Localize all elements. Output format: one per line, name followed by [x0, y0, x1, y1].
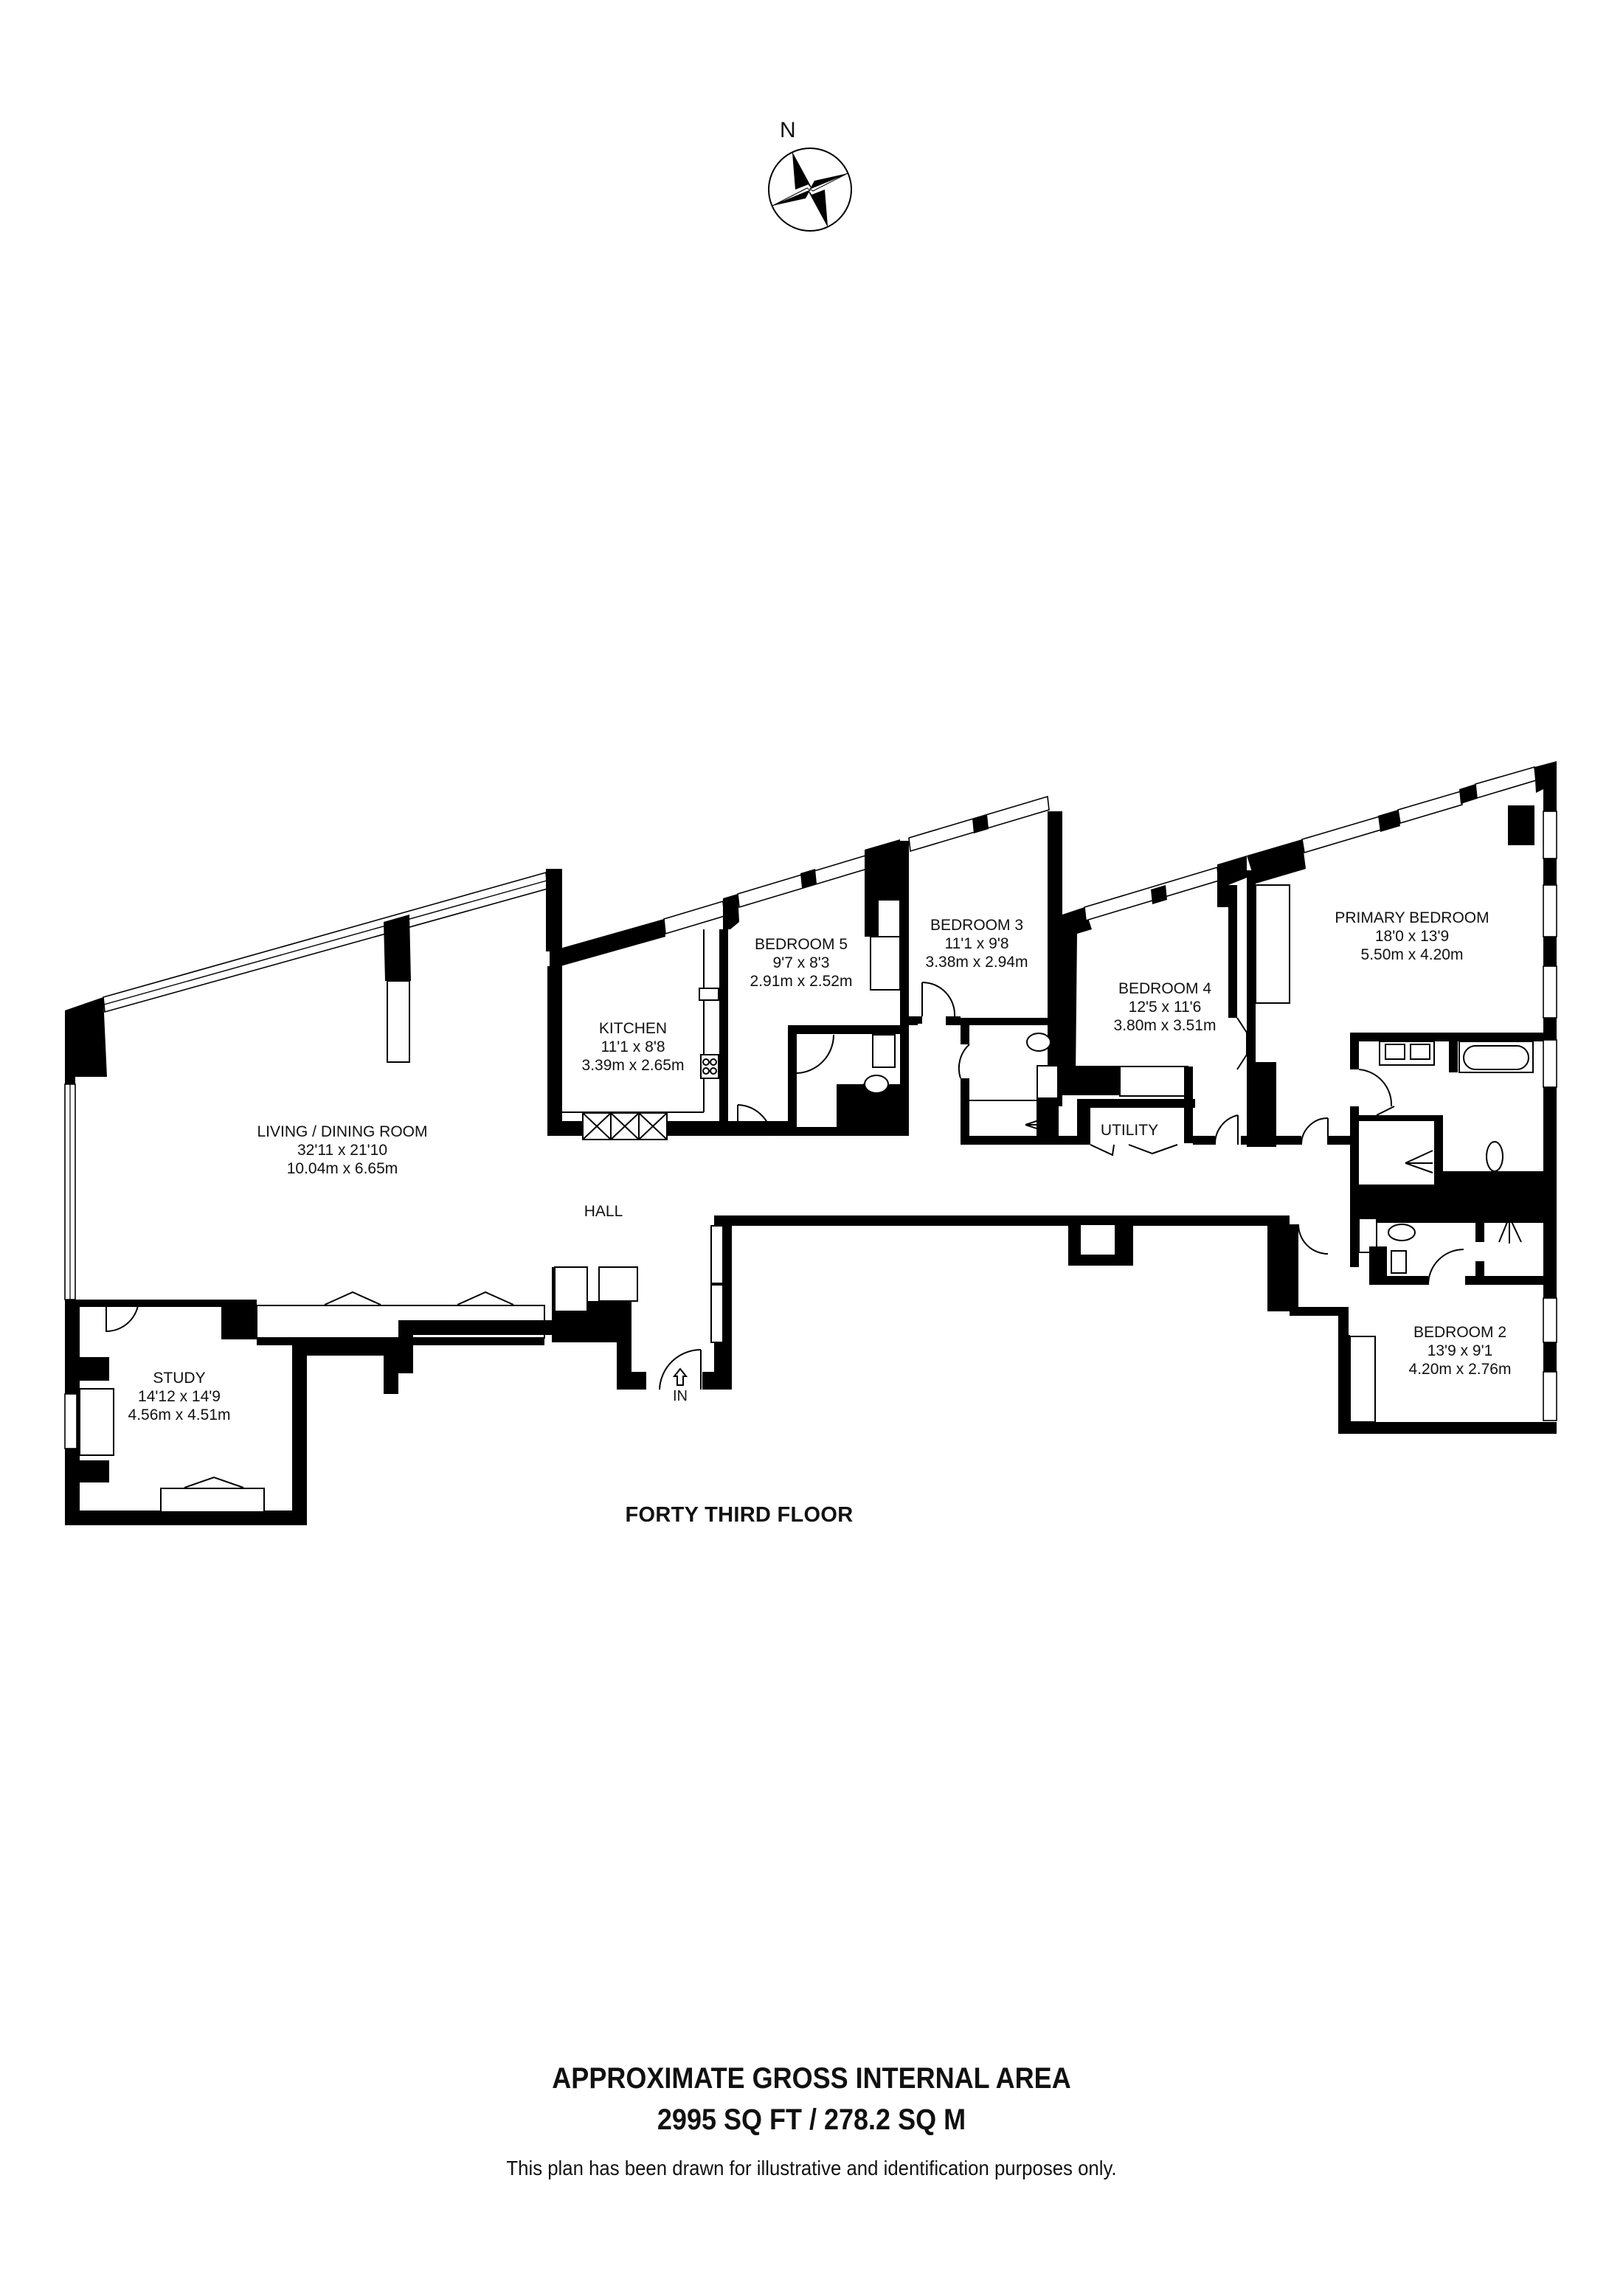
room-dims-imperial: 9'7 x 8'3: [772, 954, 830, 971]
room-name: BEDROOM 2: [1413, 1324, 1507, 1341]
room-dims-imperial: 11'1 x 9'8: [944, 935, 1009, 952]
room-name: BEDROOM 3: [930, 917, 1024, 934]
room-label-bedroom-3: BEDROOM 3 11'1 x 9'8 3.38m x 2.94m: [926, 916, 1028, 971]
room-dims-imperial: 32'11 x 21'10: [297, 1142, 388, 1159]
room-dims-imperial: 11'1 x 8'8: [601, 1038, 665, 1055]
room-label-kitchen: KITCHEN 11'1 x 8'8 3.39m x 2.65m: [582, 1019, 685, 1075]
room-name: PRIMARY BEDROOM: [1335, 909, 1489, 926]
room-dims-metric: 3.38m x 2.94m: [925, 954, 1028, 971]
entrance-label: IN: [673, 1388, 688, 1404]
room-label-study: STUDY 14'12 x 14'9 4.56m x 4.51m: [128, 1369, 231, 1424]
room-dims-metric: 4.56m x 4.51m: [128, 1407, 231, 1423]
living-room-walls: [64, 869, 562, 1345]
room-name: STUDY: [153, 1370, 206, 1387]
room-label-living-dining: LIVING / DINING ROOM 32'11 x 21'10 10.04…: [257, 1123, 427, 1178]
room-dims-metric: 5.50m x 4.20m: [1360, 946, 1464, 963]
disclaimer: This plan has been drawn for illustrativ…: [506, 2157, 1117, 2179]
room-name: BEDROOM 5: [754, 936, 848, 953]
room-label-bedroom-2: BEDROOM 2 13'9 x 9'1 4.20m x 2.76m: [1409, 1323, 1512, 1378]
area-value: 2995 SQ FT / 278.2 SQ M: [657, 2103, 966, 2136]
utility-label: UTILITY: [1100, 1122, 1159, 1139]
area-title: APPROXIMATE GROSS INTERNAL AREA: [552, 2062, 1071, 2095]
room-name: BEDROOM 4: [1118, 980, 1212, 997]
study-walls: [64, 1299, 398, 1525]
bedroom-3-walls: [877, 795, 1086, 1145]
room-dims-metric: 3.39m x 2.65m: [581, 1057, 685, 1074]
room-label-bedroom-4: BEDROOM 4 12'5 x 11'6 3.80m x 3.51m: [1114, 979, 1217, 1035]
room-dims-imperial: 18'0 x 13'9: [1374, 928, 1450, 945]
room-label-primary-bedroom: PRIMARY BEDROOM 18'0 x 13'9 5.50m x 4.20…: [1335, 909, 1489, 964]
compass-rose-icon: [768, 148, 852, 232]
room-dims-imperial: 12'5 x 11'6: [1128, 999, 1202, 1016]
hall-label: HALL: [584, 1203, 623, 1220]
bedroom-4-walls: [1062, 856, 1256, 1156]
room-name: KITCHEN: [598, 1020, 668, 1037]
room-label-bedroom-5: BEDROOM 5 9'7 x 8'3 2.91m x 2.52m: [750, 935, 853, 991]
room-dims-metric: 4.20m x 2.76m: [1408, 1361, 1512, 1378]
room-dims-metric: 10.04m x 6.65m: [286, 1160, 398, 1177]
room-name: LIVING / DINING ROOM: [257, 1123, 428, 1140]
hall-walls: [398, 1215, 1290, 1390]
floor-name: FORTY THIRD FLOOR: [625, 1503, 854, 1527]
primary-bedroom-walls: [1247, 761, 1557, 1387]
bedroom-2-walls: [1290, 1216, 1557, 1434]
room-dims-imperial: 13'9 x 9'1: [1427, 1342, 1493, 1359]
compass-north-label: N: [780, 118, 796, 142]
area-summary: APPROXIMATE GROSS INTERNAL AREA 2995 SQ …: [480, 2058, 1143, 2180]
room-dims-metric: 3.80m x 3.51m: [1113, 1017, 1217, 1034]
bedroom-5-walls: [723, 839, 909, 1137]
room-dims-metric: 2.91m x 2.52m: [750, 973, 853, 990]
room-dims-imperial: 14'12 x 14'9: [138, 1388, 221, 1405]
